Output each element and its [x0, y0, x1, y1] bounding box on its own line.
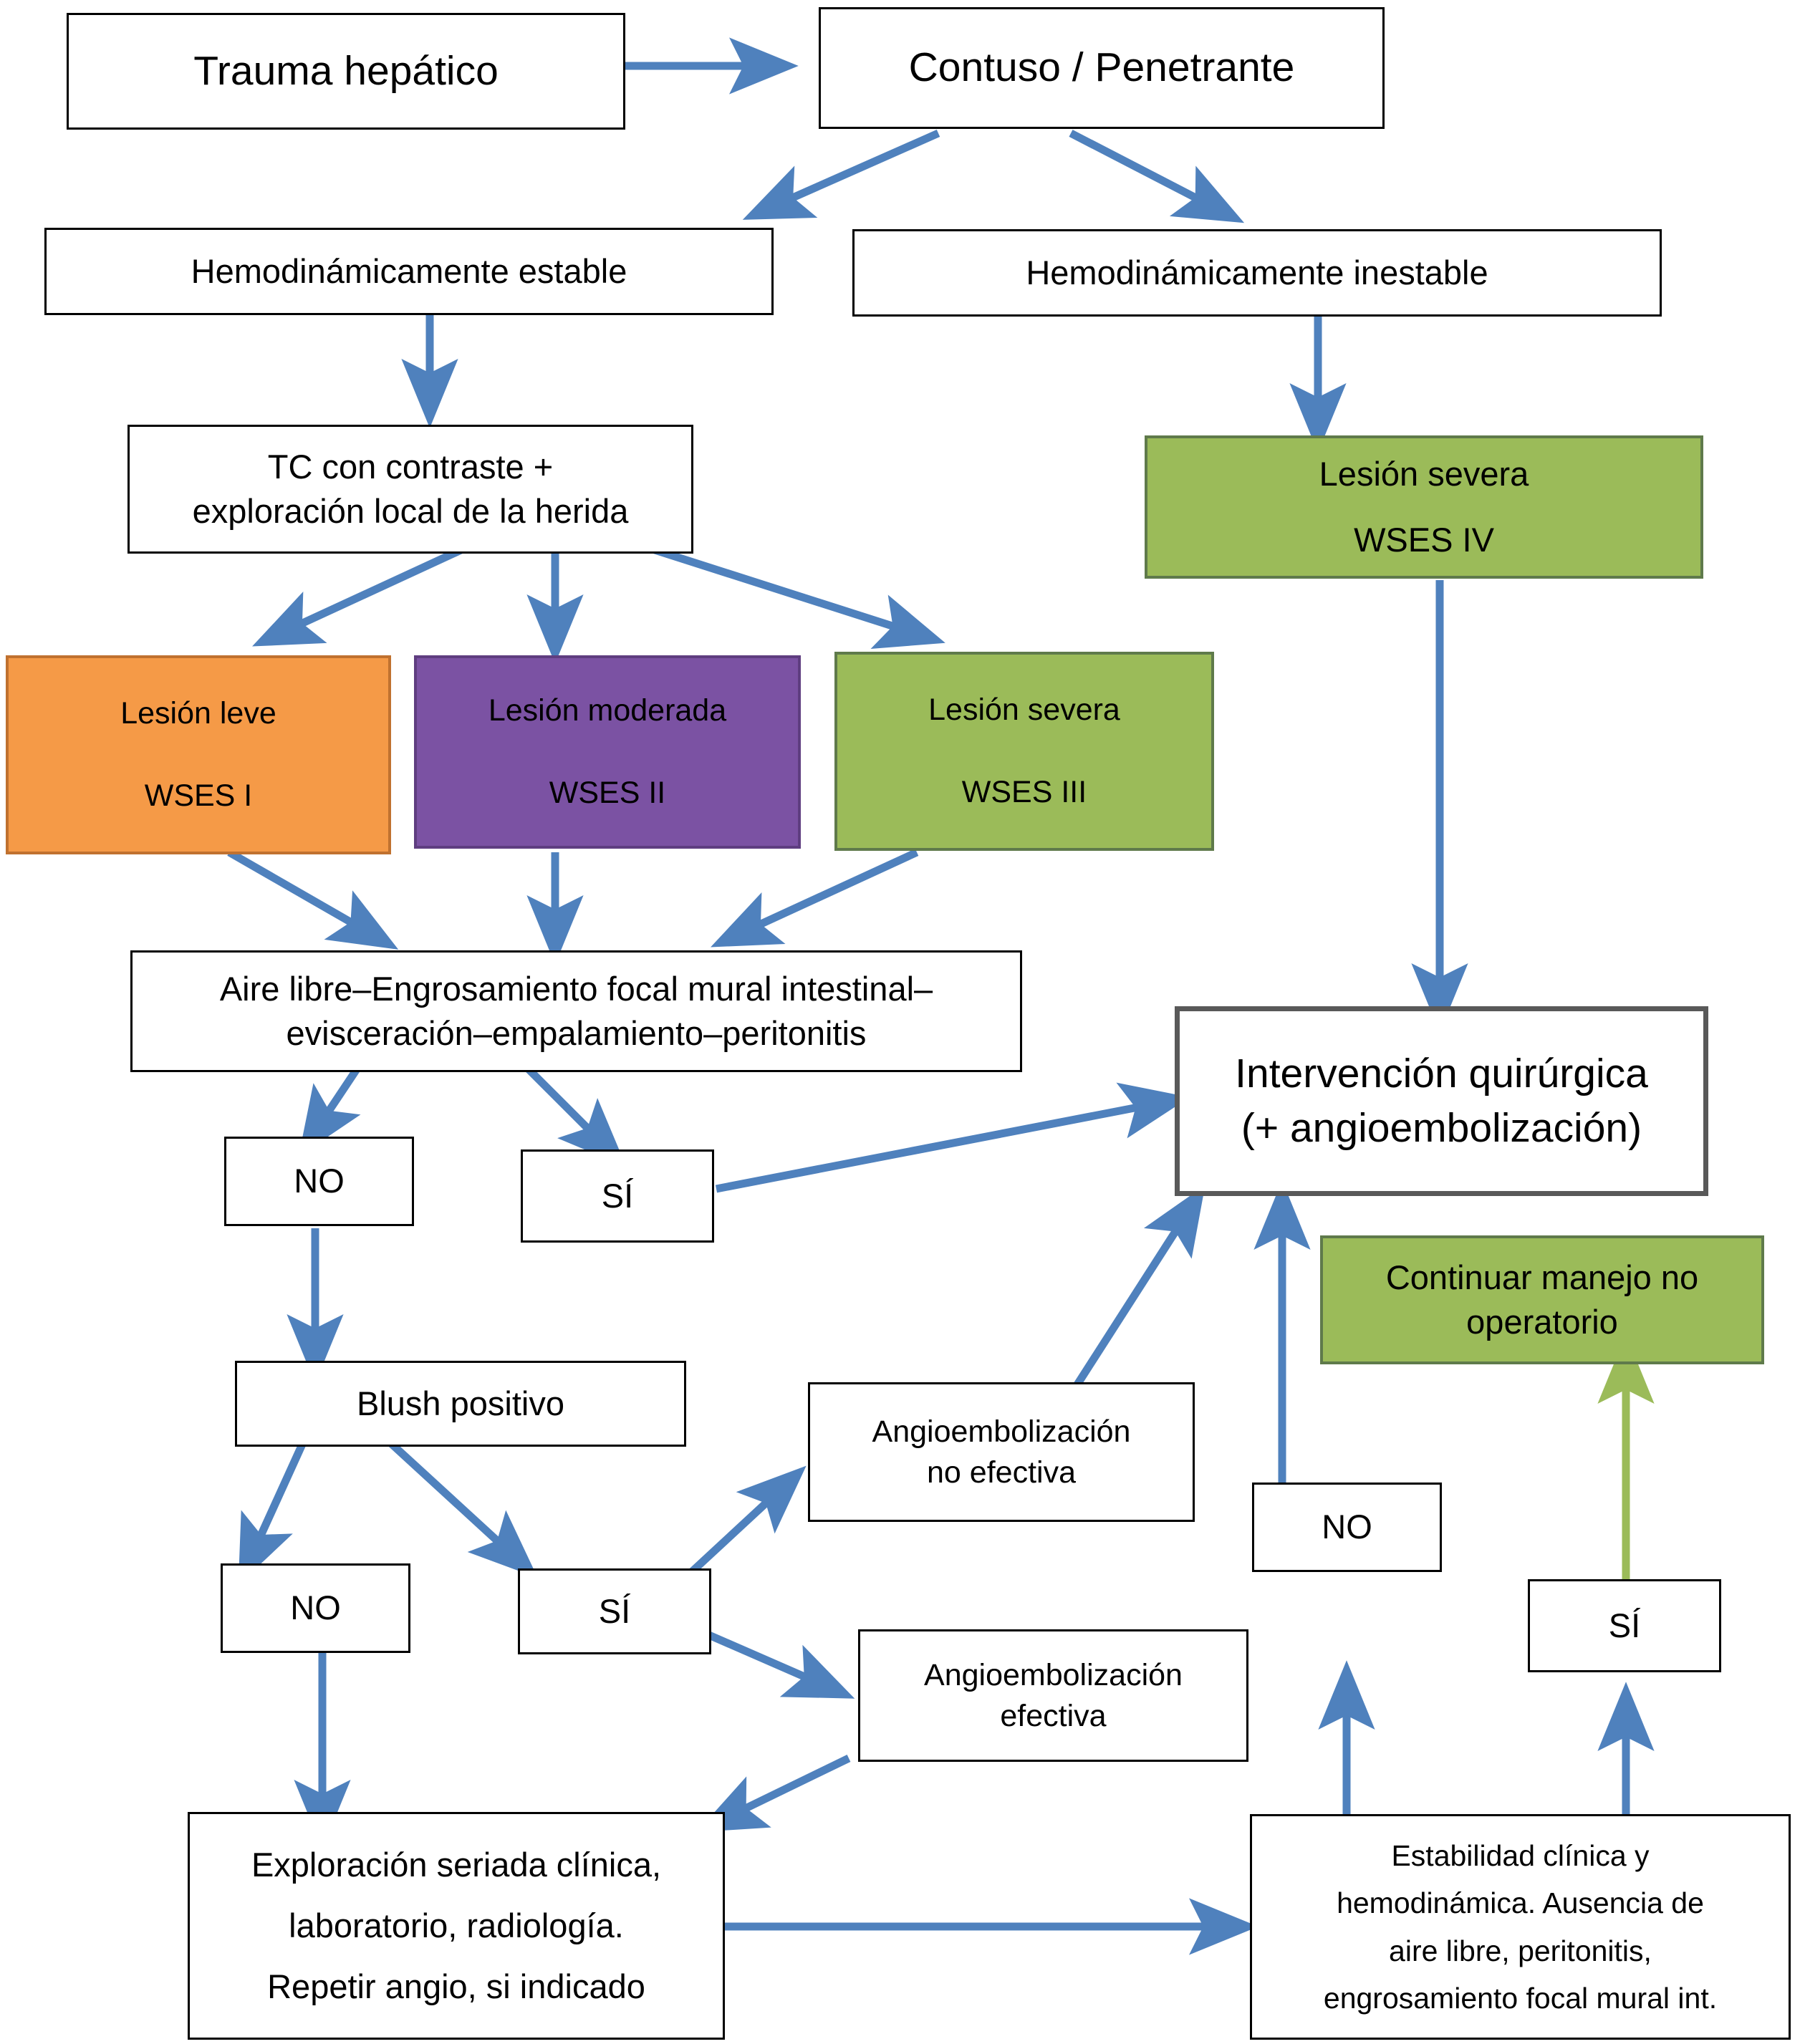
node-exploracion-seriada-line2: laboratorio, radiología.	[289, 1906, 624, 1944]
node-angio-no-efectiva-line1: Angioembolización	[872, 1414, 1131, 1449]
node-lesion-moderada-wses-ii-line1: Lesión moderada	[488, 693, 727, 728]
node-lesion-severa-wses-iv-line2: WSES IV	[1354, 521, 1494, 559]
node-hemodinamicamente-inestable[interactable]: Hemodinámicamente inestable	[852, 229, 1662, 317]
node-lesion-leve-wses-i-line1: Lesión leve	[120, 696, 276, 731]
node-blush-positivo[interactable]: Blush positivo	[235, 1361, 686, 1447]
node-estabilidad-no[interactable]: NO	[1252, 1483, 1442, 1572]
node-continuar-manejo-line1: Continuar manejo no	[1385, 1258, 1699, 1296]
node-continuar-manejo-no-operatorio[interactable]: Continuar manejo no operatorio	[1320, 1235, 1764, 1364]
node-tc-con-contraste-line2: exploración local de la herida	[192, 492, 629, 530]
edge-wses1-to-airelibre	[227, 849, 399, 950]
node-estabilidad-si[interactable]: SÍ	[1528, 1579, 1721, 1672]
edge-blush-to-no	[238, 1437, 309, 1586]
node-hemodinamicamente-estable[interactable]: Hemodinámicamente estable	[44, 228, 774, 315]
edge-tc-to-wses3	[647, 544, 945, 649]
node-trauma-hepatico-label: Trauma hepático	[193, 47, 499, 94]
node-tc-con-contraste-line1: TC con contraste +	[267, 447, 554, 486]
node-aire-libre[interactable]: Aire libre–Engrosamiento focal mural int…	[130, 950, 1022, 1072]
edge-contuso-to-estable	[742, 129, 940, 220]
edge-contuso-to-inestable	[1069, 130, 1245, 223]
edge-angio-no-efectiva-to-intervencion	[1064, 1185, 1205, 1402]
node-estabilidad-si-label: SÍ	[1608, 1606, 1641, 1644]
node-aire-libre-si-label: SÍ	[601, 1176, 634, 1215]
node-lesion-moderada-wses-ii[interactable]: Lesión moderada WSES II	[414, 655, 801, 849]
node-estabilidad-clinica-line2: hemodinámica. Ausencia de	[1337, 1886, 1704, 1920]
node-contuso-penetrante[interactable]: Contuso / Penetrante	[819, 7, 1385, 129]
node-exploracion-seriada-line1: Exploración seriada clínica,	[251, 1845, 662, 1884]
node-intervencion-quirurgica[interactable]: Intervención quirúrgica (+ angioemboliza…	[1175, 1006, 1708, 1196]
node-angio-efectiva-line1: Angioembolización	[924, 1657, 1183, 1692]
node-estabilidad-clinica-line4: engrosamiento focal mural int.	[1323, 1981, 1718, 2015]
node-contuso-penetrante-label: Contuso / Penetrante	[908, 44, 1295, 91]
node-estabilidad-no-label: NO	[1322, 1508, 1372, 1546]
node-angioembolizacion-efectiva[interactable]: Angioembolización efectiva	[858, 1629, 1248, 1762]
node-blush-no-label: NO	[290, 1589, 341, 1627]
edge-blush-to-si	[384, 1436, 538, 1578]
node-aire-libre-line1: Aire libre–Engrosamiento focal mural int…	[219, 969, 933, 1008]
node-intervencion-quirurgica-line2: (+ angioembolización)	[1241, 1104, 1642, 1151]
node-trauma-hepatico[interactable]: Trauma hepático	[67, 13, 625, 130]
node-hemodinamicamente-inestable-label: Hemodinámicamente inestable	[1026, 253, 1488, 291]
node-blush-positivo-label: Blush positivo	[357, 1384, 564, 1422]
node-blush-si-label: SÍ	[598, 1591, 631, 1630]
node-hemodinamicamente-estable-label: Hemodinámicamente estable	[191, 251, 627, 290]
node-estabilidad-clinica-line3: aire libre, peritonitis,	[1389, 1934, 1652, 1967]
node-lesion-leve-wses-i[interactable]: Lesión leve WSES I	[6, 655, 391, 854]
node-exploracion-seriada[interactable]: Exploración seriada clínica, laboratorio…	[188, 1812, 725, 2040]
node-intervencion-quirurgica-line1: Intervención quirúrgica	[1235, 1051, 1648, 1097]
node-estabilidad-clinica[interactable]: Estabilidad clínica y hemodinámica. Ause…	[1250, 1814, 1791, 2040]
node-lesion-moderada-wses-ii-line2: WSES II	[549, 776, 666, 810]
node-lesion-severa-wses-iii-line1: Lesión severa	[928, 693, 1120, 728]
edge-angio-efectiva-to-exploracion	[696, 1755, 851, 1833]
edge-si-to-angio-no-efectiva	[685, 1465, 807, 1579]
node-aire-libre-no-label: NO	[294, 1162, 345, 1200]
node-continuar-manejo-line2: operatorio	[1466, 1303, 1618, 1341]
edge-tc-to-wses1	[252, 544, 468, 647]
node-tc-con-contraste[interactable]: TC con contraste + exploración local de …	[127, 425, 693, 554]
edge-airelibre-to-no	[298, 1064, 362, 1157]
node-blush-si[interactable]: SÍ	[518, 1568, 711, 1654]
node-angioembolizacion-no-efectiva[interactable]: Angioembolización no efectiva	[808, 1382, 1195, 1522]
edge-airelibre-to-si	[524, 1064, 627, 1167]
node-lesion-severa-wses-iv-line1: Lesión severa	[1319, 454, 1529, 493]
node-aire-libre-line2: evisceración–empalamiento–peritonitis	[286, 1014, 867, 1052]
node-aire-libre-no[interactable]: NO	[224, 1137, 414, 1226]
node-lesion-severa-wses-iv[interactable]: Lesión severa WSES IV	[1145, 435, 1703, 579]
node-angio-no-efectiva-line2: no efectiva	[927, 1455, 1076, 1490]
node-lesion-severa-wses-iii-line2: WSES III	[961, 775, 1087, 809]
node-estabilidad-clinica-line1: Estabilidad clínica y	[1391, 1839, 1650, 1873]
node-lesion-severa-wses-iii[interactable]: Lesión severa WSES III	[834, 652, 1214, 851]
edge-si-to-intervencion	[715, 1082, 1190, 1193]
node-angio-efectiva-line2: efectiva	[1000, 1698, 1107, 1733]
node-lesion-leve-wses-i-line2: WSES I	[144, 778, 253, 813]
edge-wses3-to-airelibre	[711, 849, 919, 948]
node-aire-libre-si[interactable]: SÍ	[521, 1149, 714, 1243]
node-blush-no[interactable]: NO	[221, 1563, 410, 1653]
node-exploracion-seriada-line3: Repetir angio, si indicado	[267, 1967, 645, 2006]
